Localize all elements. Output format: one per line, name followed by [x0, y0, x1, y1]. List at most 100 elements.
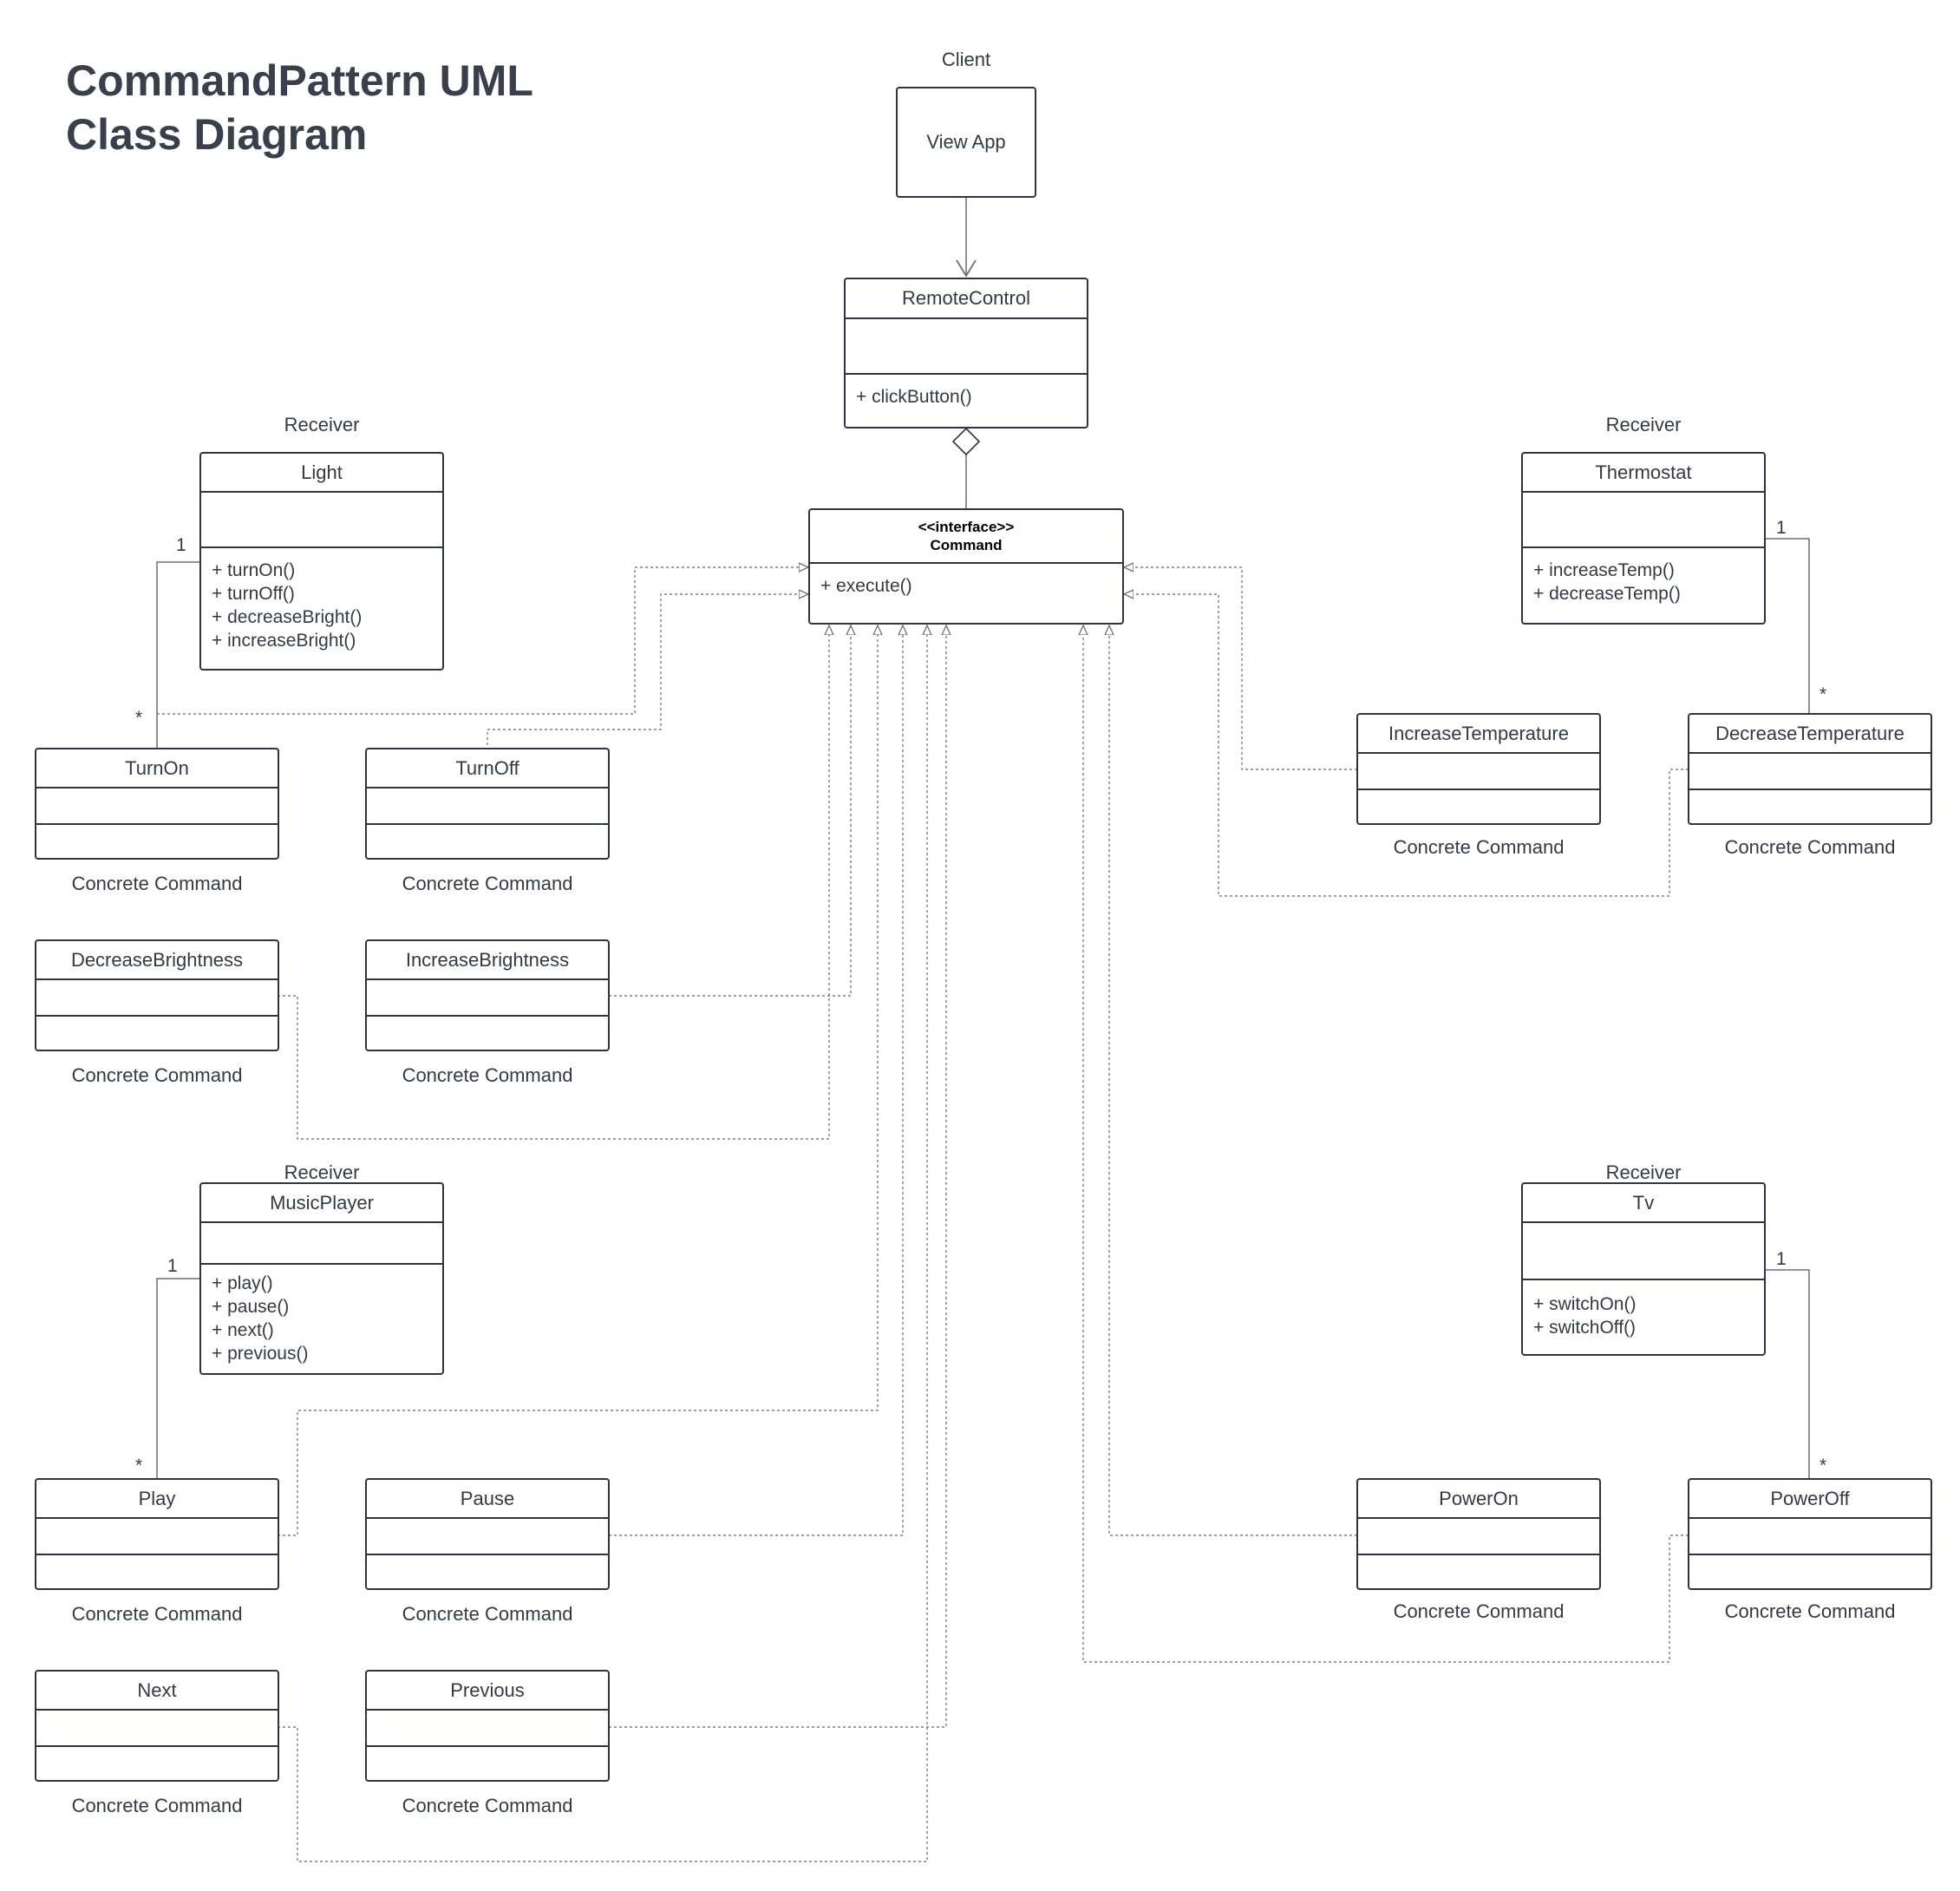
concrete-command-label: Concrete Command — [1393, 1600, 1565, 1622]
class-attributes — [36, 1517, 278, 1554]
assoc-music-play — [156, 1278, 199, 1480]
class-name: PowerOn — [1439, 1487, 1519, 1509]
class-attributes — [1358, 752, 1599, 788]
class-attributes — [367, 1709, 608, 1745]
class-name: Pause — [460, 1487, 515, 1509]
assoc-tv-poweroff — [1766, 1269, 1810, 1480]
concrete-command-label: Concrete Command — [71, 873, 243, 894]
class-pause[interactable]: Pause — [365, 1478, 610, 1590]
class-name: Light — [301, 461, 343, 483]
class-attributes — [367, 1517, 608, 1554]
concrete-command-label: Concrete Command — [402, 873, 573, 894]
class-attributes — [1523, 491, 1764, 546]
operation: + decreaseBright() — [212, 607, 363, 627]
class-increase-brightness[interactable]: IncreaseBrightness — [365, 939, 610, 1051]
interface-operations: + execute() — [810, 562, 1122, 623]
operation: + decreaseTemp() — [1533, 584, 1681, 604]
receiver-label-light: Receiver — [284, 414, 360, 435]
class-operations — [36, 1745, 278, 1780]
operation: + execute() — [820, 576, 912, 596]
class-name: TurnOn — [125, 756, 189, 779]
operation: + increaseTemp() — [1533, 560, 1675, 580]
class-attributes — [36, 787, 278, 823]
realize-incbright — [609, 625, 851, 997]
operation: + pause() — [212, 1297, 290, 1317]
class-attributes — [367, 978, 608, 1015]
multiplicity-one: 1 — [167, 1256, 178, 1276]
client-box-text: View App — [926, 131, 1006, 153]
class-next[interactable]: Next — [35, 1670, 279, 1782]
class-power-off[interactable]: PowerOff — [1688, 1478, 1932, 1590]
class-previous[interactable]: Previous — [365, 1670, 610, 1782]
class-operations — [36, 1554, 278, 1588]
class-music-player[interactable]: MusicPlayer + play() + pause() + next() … — [199, 1182, 444, 1375]
receiver-label-thermostat: Receiver — [1605, 414, 1682, 435]
aggregation-diamond — [951, 427, 981, 456]
class-decrease-temperature[interactable]: DecreaseTemperature — [1688, 713, 1932, 825]
interface-header: <<interface>> Command — [810, 510, 1122, 562]
operation: + turnOff() — [212, 584, 295, 604]
client-view-app-box[interactable]: View App — [896, 87, 1036, 198]
concrete-command-label: Concrete Command — [1724, 1600, 1896, 1622]
client-arrowhead — [956, 259, 977, 278]
class-operations — [367, 1015, 608, 1050]
class-attributes — [846, 317, 1087, 373]
class-operations: + turnOn() + turnOff() + decreaseBright(… — [201, 546, 442, 669]
class-operations — [367, 823, 608, 858]
interface-command[interactable]: <<interface>> Command + execute() — [808, 508, 1124, 625]
operation: + turnOn() — [212, 560, 296, 580]
concrete-command-label: Concrete Command — [71, 1603, 243, 1625]
class-decrease-brightness[interactable]: DecreaseBrightness — [35, 939, 279, 1051]
operation: + next() — [212, 1320, 274, 1340]
operation: + switchOff() — [1533, 1318, 1637, 1338]
class-operations — [1689, 1554, 1931, 1588]
class-attributes — [1358, 1517, 1599, 1554]
class-attributes — [1689, 1517, 1931, 1554]
class-operations — [1358, 1554, 1599, 1588]
realize-decbright — [278, 625, 829, 1140]
class-play[interactable]: Play — [35, 1478, 279, 1590]
realize-poweron — [1109, 625, 1357, 1536]
class-name: Previous — [450, 1678, 525, 1701]
concrete-command-label: Concrete Command — [1393, 836, 1565, 858]
class-operations — [367, 1745, 608, 1780]
class-name: RemoteControl — [902, 287, 1030, 309]
client-label: Client — [941, 49, 991, 70]
operation: + switchOn() — [1533, 1294, 1637, 1314]
class-attributes — [1523, 1221, 1764, 1279]
class-remote-control[interactable]: RemoteControl + clickButton() — [844, 278, 1088, 429]
concrete-command-label: Concrete Command — [71, 1795, 243, 1816]
receiver-label-tv: Receiver — [1605, 1161, 1682, 1183]
multiplicity-one: 1 — [176, 535, 186, 555]
class-name: Play — [138, 1487, 176, 1509]
class-operations: + clickButton() — [846, 373, 1087, 427]
class-light[interactable]: Light + turnOn() + turnOff() + decreaseB… — [199, 452, 444, 671]
class-operations: + play() + pause() + next() + previous() — [201, 1263, 442, 1373]
class-name: IncreaseTemperature — [1388, 722, 1569, 744]
operation: + previous() — [212, 1344, 309, 1364]
class-turn-on[interactable]: TurnOn — [35, 748, 279, 860]
class-attributes — [1689, 752, 1931, 788]
class-name: PowerOff — [1770, 1487, 1850, 1509]
page-title: CommandPattern UML Class Diagram — [66, 54, 673, 161]
class-operations: + increaseTemp() + decreaseTemp() — [1523, 546, 1764, 623]
operation: + play() — [212, 1273, 273, 1293]
class-operations — [1358, 788, 1599, 823]
class-turn-off[interactable]: TurnOff — [365, 748, 610, 860]
multiplicity-one: 1 — [1776, 1249, 1787, 1269]
class-tv[interactable]: Tv + switchOn() + switchOff() — [1521, 1182, 1766, 1356]
page-title-line-2: Class Diagram — [66, 110, 368, 159]
class-power-on[interactable]: PowerOn — [1356, 1478, 1601, 1590]
assoc-light-turnon — [156, 561, 199, 750]
realize-pause — [609, 625, 903, 1536]
realize-inctemp — [1124, 567, 1357, 770]
class-name: MusicPlayer — [270, 1191, 374, 1214]
class-name: Tv — [1632, 1191, 1655, 1214]
class-thermostat[interactable]: Thermostat + increaseTemp() + decreaseTe… — [1521, 452, 1766, 625]
interface-stereotype: <<interface>> — [918, 519, 1015, 535]
class-increase-temperature[interactable]: IncreaseTemperature — [1356, 713, 1601, 825]
realize-previous — [609, 625, 946, 1728]
class-name: DecreaseBrightness — [70, 948, 244, 971]
class-attributes — [201, 1221, 442, 1263]
class-operations: + switchOn() + switchOff() — [1523, 1279, 1764, 1354]
